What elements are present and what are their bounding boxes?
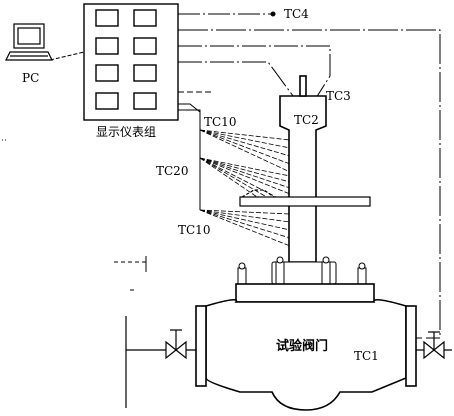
- tc4-label: TC4: [284, 7, 309, 21]
- stray-marks: [2, 139, 147, 291]
- instrument-panel-icon: [83, 3, 179, 121]
- tc3-label: TC3: [326, 89, 351, 103]
- flange-bolts: [237, 256, 367, 285]
- valve-body: [195, 283, 417, 411]
- tc20-label: TC20: [156, 164, 189, 178]
- valve-bonnet: [279, 75, 327, 263]
- inlet-pipe: [125, 316, 196, 408]
- test-valve-label: 试验阀门: [276, 339, 329, 354]
- gate-valve-icon-outlet: [423, 331, 445, 360]
- tc10-upper-fan: [199, 129, 291, 173]
- computer-icon: [5, 23, 53, 61]
- tc20-fan: [199, 157, 291, 200]
- tc10-lower-label: TC10: [178, 223, 211, 237]
- tc10-upper-label: TC10: [204, 115, 237, 129]
- cooling-fin: [239, 189, 371, 207]
- gate-valve-icon: [165, 329, 187, 360]
- tc10-lower-fan: [199, 209, 291, 247]
- pc-link-line: [49, 51, 85, 61]
- tc1-label: TC1: [354, 349, 379, 363]
- display-group-label: 显示仪表组: [96, 125, 157, 139]
- pc-label: PC: [22, 71, 40, 85]
- tc2-label: TC2: [294, 113, 319, 127]
